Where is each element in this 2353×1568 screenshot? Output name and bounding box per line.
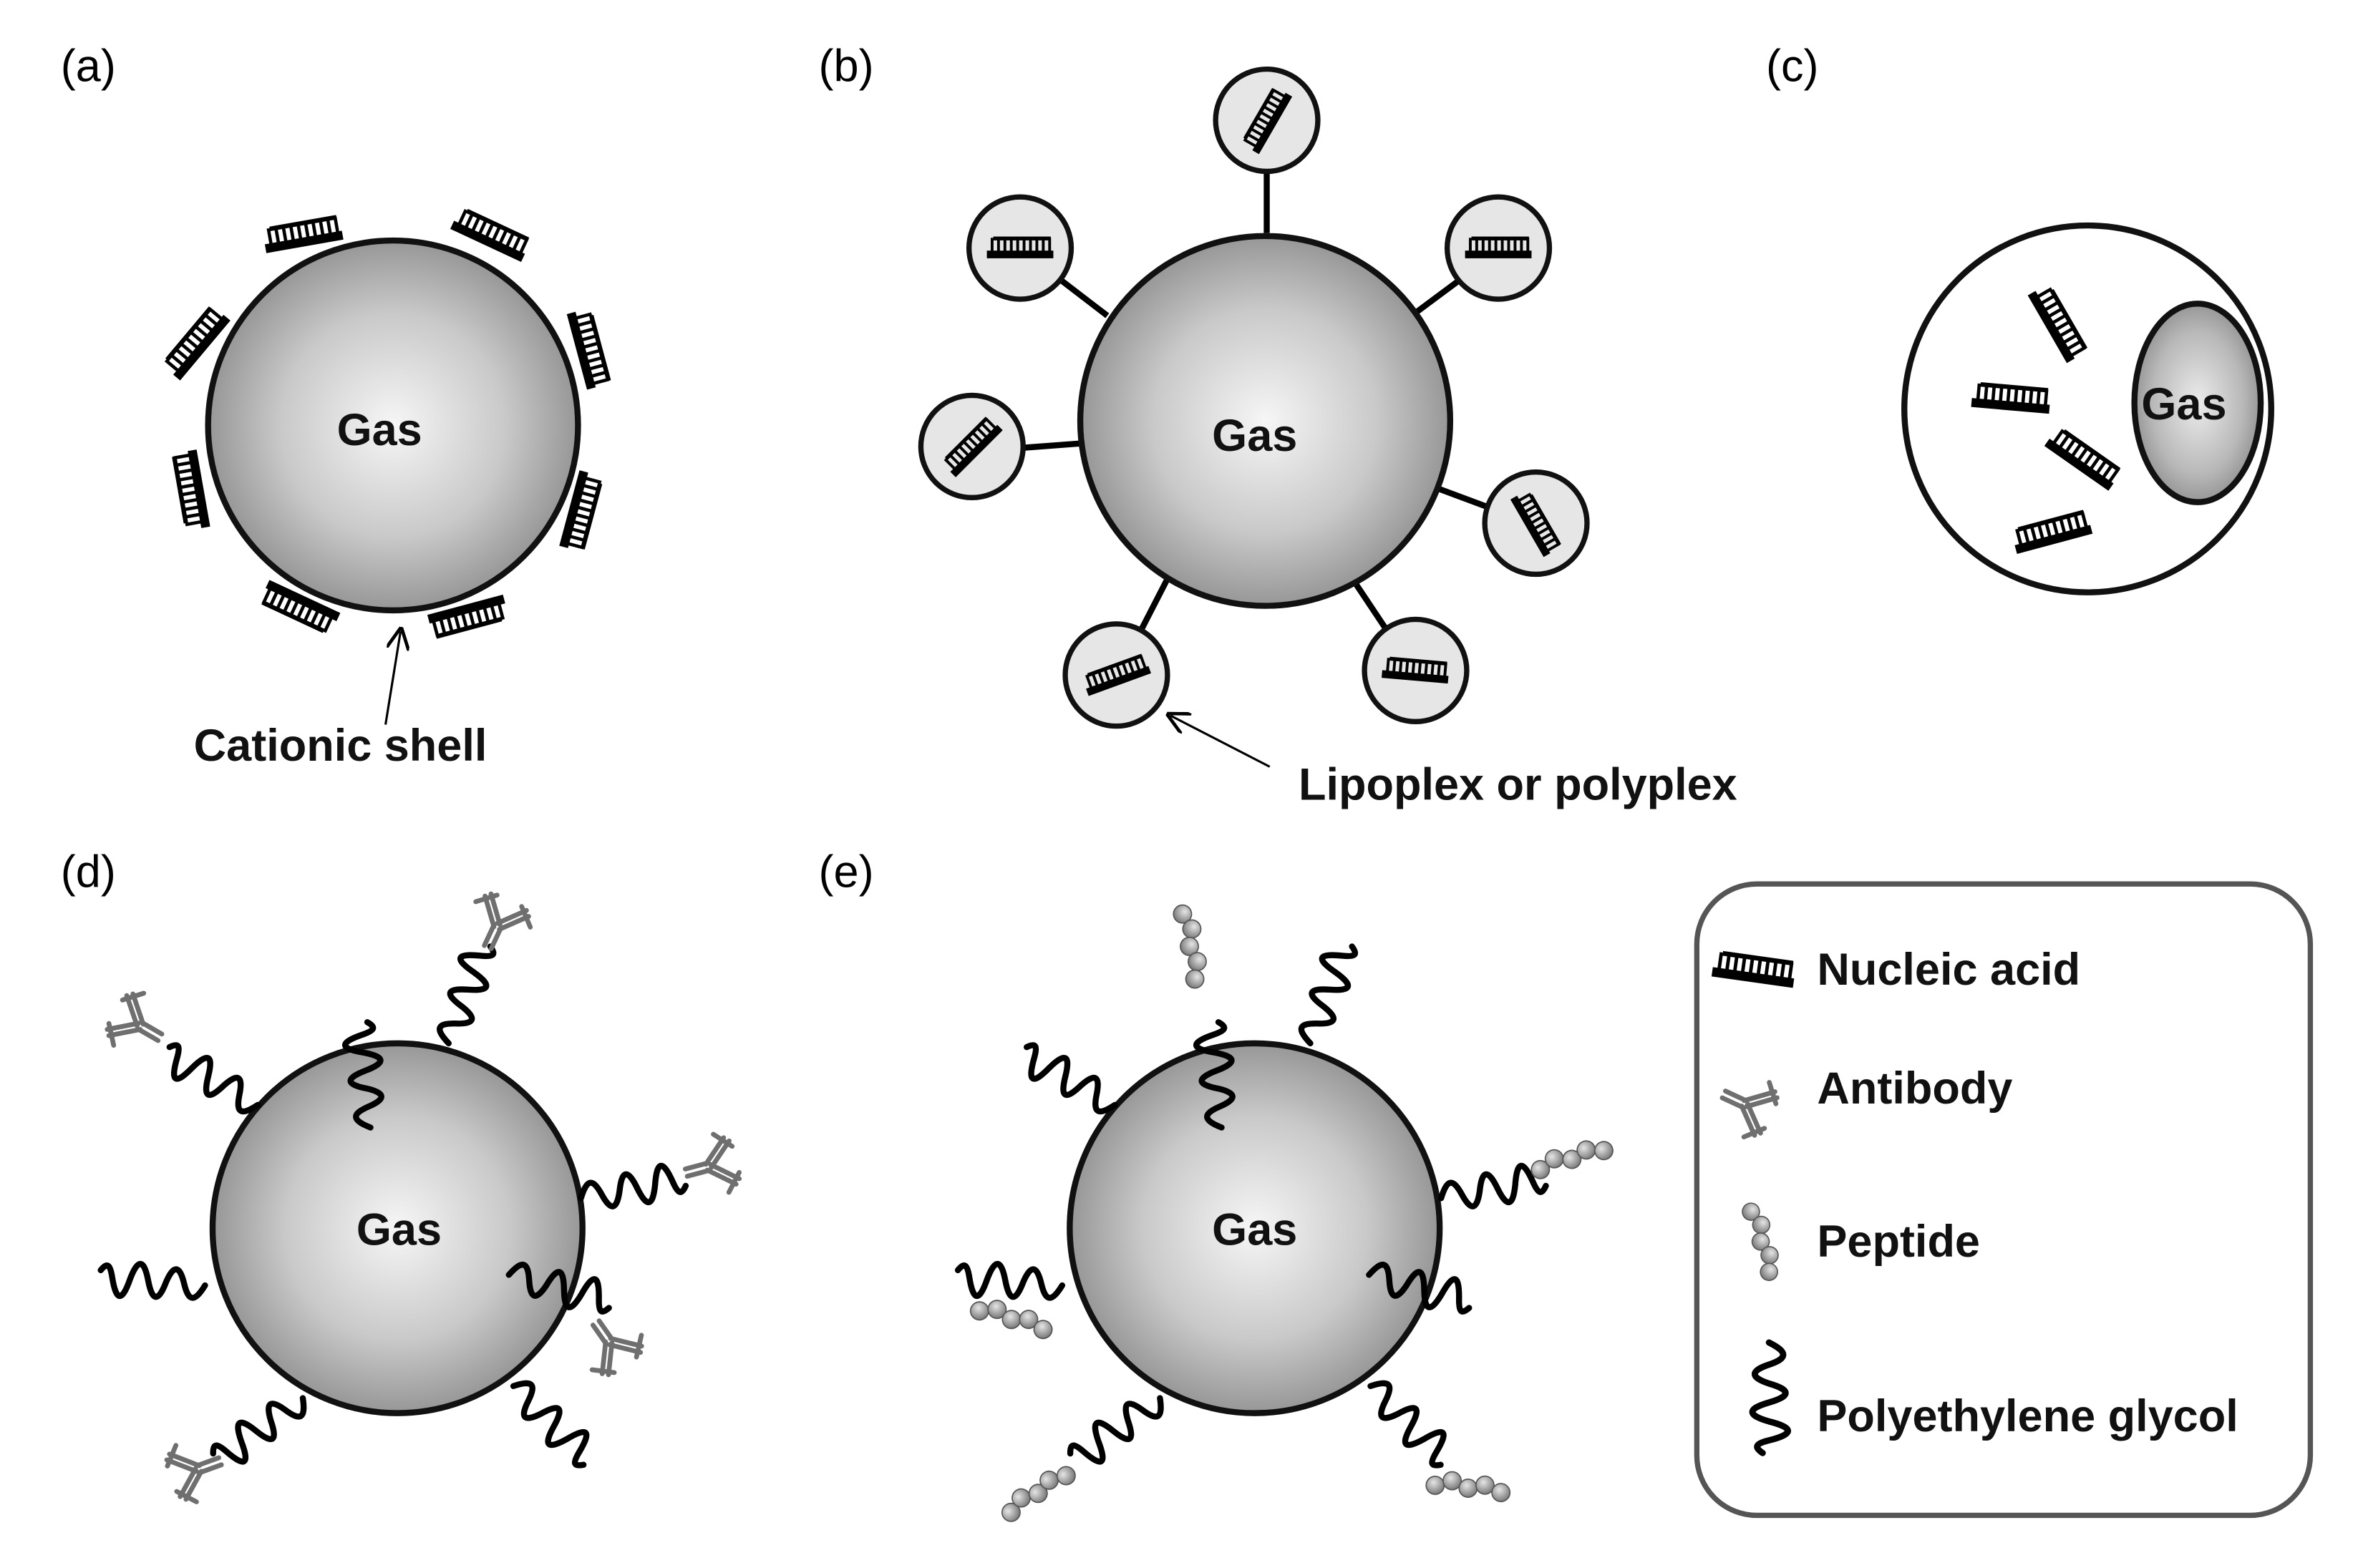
gas-bubble-e xyxy=(1067,1040,1443,1416)
panel-d-label: (d) xyxy=(61,847,116,897)
legend-item-peptide: Peptide xyxy=(1738,1198,1980,1284)
legend-label: Antibody xyxy=(1817,1063,2012,1114)
gas-bubble-b xyxy=(1077,233,1454,609)
legend-label: Peptide xyxy=(1817,1217,1980,1267)
panel-a: (a) Gas Cationic shell xyxy=(61,41,612,771)
gas-label-b: Gas xyxy=(1212,411,1297,461)
lipoplex-arrow xyxy=(1170,716,1271,768)
legend-label: Polyethylene glycol xyxy=(1817,1391,2238,1441)
panel-d: (d) Gas xyxy=(61,847,744,1506)
gas-bubble-d xyxy=(209,1040,586,1416)
legend-box xyxy=(1694,881,2314,1519)
lipoplex-label: Lipoplex or polyplex xyxy=(1299,760,1737,810)
legend-item-nucleic-acid: Nucleic acid xyxy=(1711,945,2080,995)
cationic-shell-arrow xyxy=(384,631,401,725)
panel-e-label: (e) xyxy=(819,847,874,897)
legend-item-antibody: Antibody xyxy=(1711,1063,2012,1144)
gas-label-a: Gas xyxy=(337,405,422,455)
gas-label-c: Gas xyxy=(2141,379,2226,429)
legend-item-peg: Polyethylene glycol xyxy=(1752,1343,2238,1453)
panel-c: (c) Gas xyxy=(1766,41,2274,595)
legend: Nucleic acid Antibody Peptide Polyethyle… xyxy=(1694,881,2314,1519)
gas-bubble-a xyxy=(205,237,581,614)
panel-e: (e) Gas xyxy=(819,847,1616,1527)
lipoplex-group xyxy=(918,66,1590,729)
panel-a-label: (a) xyxy=(61,41,116,91)
gas-label-d: Gas xyxy=(356,1204,442,1255)
gas-bubble-c xyxy=(2131,301,2264,505)
legend-label: Nucleic acid xyxy=(1817,945,2080,995)
cationic-shell-label: Cationic shell xyxy=(194,721,487,771)
panel-b: (b) Gas Lipoplex or polyplex xyxy=(819,41,1737,809)
lipoplex-linkers xyxy=(1019,172,1493,633)
panel-c-label: (c) xyxy=(1766,41,1818,91)
panel-b-label: (b) xyxy=(819,41,874,91)
gas-label-e: Gas xyxy=(1212,1204,1297,1255)
